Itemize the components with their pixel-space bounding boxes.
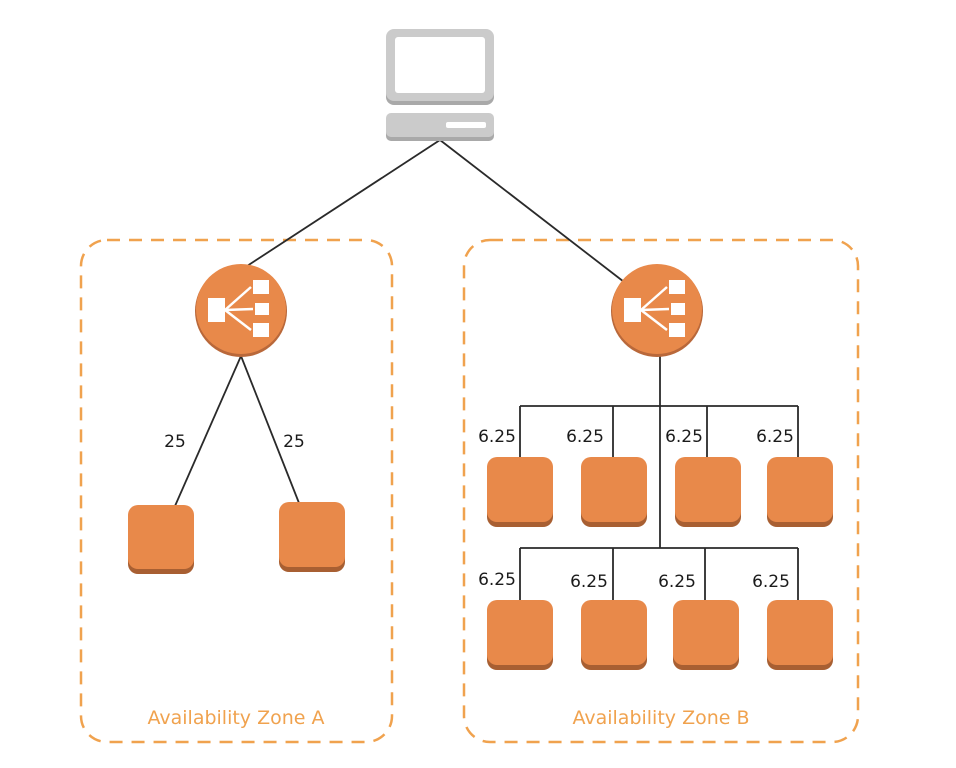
- instance-b-3[interactable]: [675, 457, 741, 527]
- instance-b-8[interactable]: [767, 600, 833, 670]
- weight-label-a-2: 25: [283, 432, 305, 452]
- instance-b-1[interactable]: [487, 457, 553, 527]
- instance-a-2[interactable]: [279, 502, 345, 572]
- load-balancer-icon: [195, 264, 287, 357]
- instance-b-6[interactable]: [581, 600, 647, 670]
- instance-b-2[interactable]: [581, 457, 647, 527]
- instance-a-1[interactable]: [128, 505, 194, 574]
- zone-b: Availability Zone B: [462, 238, 860, 744]
- link-lb-a-inst-2: [240, 355, 300, 504]
- weight-label-b-3: 6.25: [665, 427, 703, 447]
- link-lb-a-inst-1: [174, 355, 242, 507]
- instance-b-7[interactable]: [673, 600, 739, 670]
- weight-label-b-1: 6.25: [478, 427, 516, 447]
- instance-b-5[interactable]: [487, 600, 553, 670]
- load-balancer-a[interactable]: [195, 264, 287, 357]
- weight-label-b-2: 6.25: [566, 427, 604, 447]
- zone-b-border: [462, 238, 860, 744]
- zone-a-label: Availability Zone A: [147, 707, 324, 729]
- instance-b-4[interactable]: [767, 457, 833, 527]
- connections: [174, 139, 799, 600]
- weight-label-b-5: 6.25: [478, 570, 516, 590]
- weight-label-a-1: 25: [164, 432, 186, 452]
- link-client-lb-a: [243, 139, 441, 269]
- weight-label-b-4: 6.25: [756, 427, 794, 447]
- link-client-lb-b: [439, 139, 629, 286]
- load-balancer-icon: [611, 264, 703, 357]
- weight-label-b-7: 6.25: [658, 572, 696, 592]
- load-balancer-b[interactable]: [611, 264, 703, 357]
- zone-a: Availability Zone A: [79, 238, 394, 744]
- weight-label-b-6: 6.25: [570, 572, 608, 592]
- zone-b-label: Availability Zone B: [572, 707, 749, 729]
- weight-label-b-8: 6.25: [752, 572, 790, 592]
- desktop-computer-icon[interactable]: [386, 29, 494, 141]
